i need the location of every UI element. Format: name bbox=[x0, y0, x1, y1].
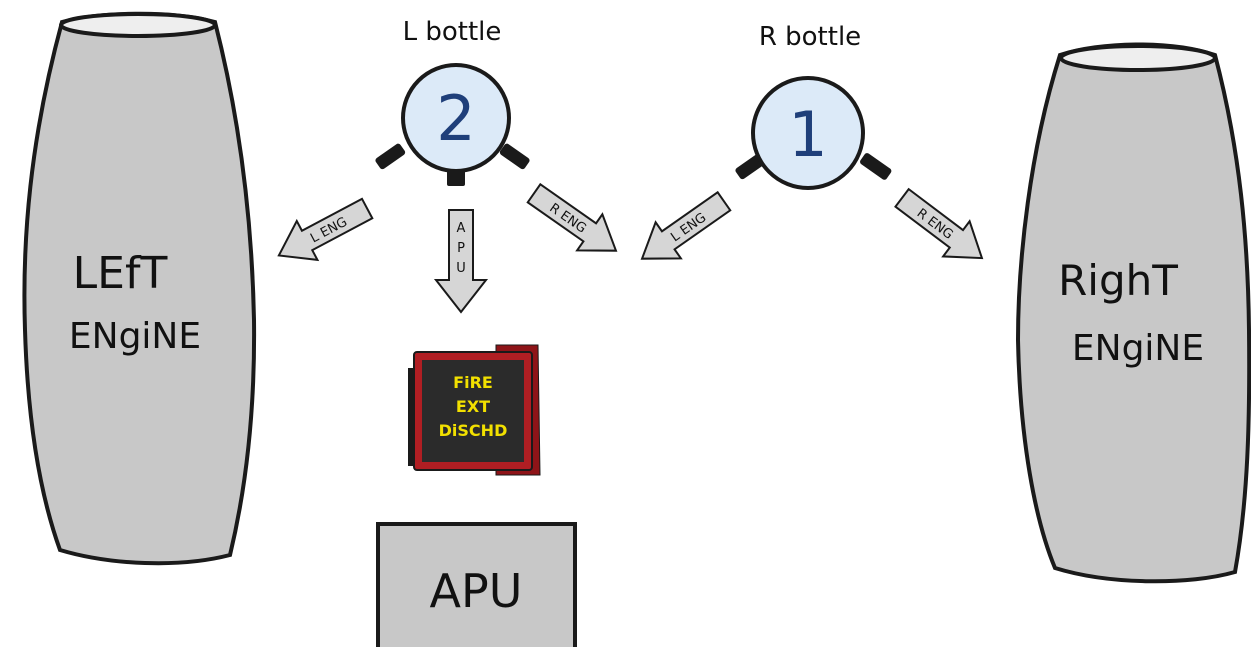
left-bottle-title: L bottle bbox=[403, 17, 502, 47]
arrow-right-bottle-to-right-engine: R ENG bbox=[894, 187, 984, 260]
right-bottle-sphere bbox=[751, 76, 865, 190]
light-side-bracket bbox=[408, 368, 414, 466]
left-engine-top-rim bbox=[59, 12, 217, 38]
arrow-label-apu-a: A bbox=[457, 221, 466, 236]
right-engine-label-line2: ENgiNE bbox=[1072, 328, 1204, 369]
right-engine-body bbox=[1015, 42, 1251, 584]
left-bottle-nozzle-left bbox=[375, 143, 406, 170]
light-face bbox=[422, 360, 524, 462]
right-bottle-nozzle-right bbox=[860, 153, 892, 180]
light-text-line2: EXT bbox=[456, 397, 490, 416]
left-bottle-nozzle-right bbox=[499, 143, 530, 170]
right-bottle-title: R bottle bbox=[759, 22, 861, 52]
right-bottle-nozzle-left bbox=[735, 153, 766, 180]
arrow-right-bottle-to-left-engine: L ENG bbox=[640, 190, 732, 260]
light-text-line3: DiSCHD bbox=[439, 421, 508, 440]
left-engine-label-line2: ENgiNE bbox=[69, 316, 201, 357]
light-text-line1: FiRE bbox=[453, 373, 493, 392]
right-engine-top-rim bbox=[1059, 44, 1217, 72]
arrow-label-apu-p: P bbox=[457, 241, 465, 256]
arrow-left-bottle-to-left-engine: L ENG bbox=[277, 197, 374, 262]
apu-box bbox=[376, 522, 577, 647]
apu-label: APU bbox=[430, 564, 523, 618]
left-engine-body bbox=[22, 11, 257, 566]
left-engine: LEfT ENgiNE bbox=[22, 11, 257, 566]
arrow-label-apu-u: U bbox=[456, 261, 466, 276]
right-engine: RighT ENgiNE bbox=[1015, 42, 1251, 584]
left-engine-label-line1: LEfT bbox=[73, 248, 168, 299]
left-bottle-sphere bbox=[401, 63, 511, 173]
left-bottle: L bottle 2 bbox=[375, 17, 530, 186]
apu-unit: APU bbox=[376, 522, 577, 647]
arrow-left-bottle-to-right-engine: R ENG bbox=[526, 182, 618, 252]
arrow-left-bottle-to-apu: A P U bbox=[433, 209, 489, 314]
right-bottle: R bottle 1 bbox=[735, 22, 892, 190]
right-bottle-number: 1 bbox=[788, 98, 827, 171]
left-bottle-number: 2 bbox=[436, 82, 475, 155]
right-engine-label-line1: RighT bbox=[1058, 256, 1178, 305]
fire-ext-dischd-light: FiRE EXT DiSCHD bbox=[408, 344, 541, 476]
